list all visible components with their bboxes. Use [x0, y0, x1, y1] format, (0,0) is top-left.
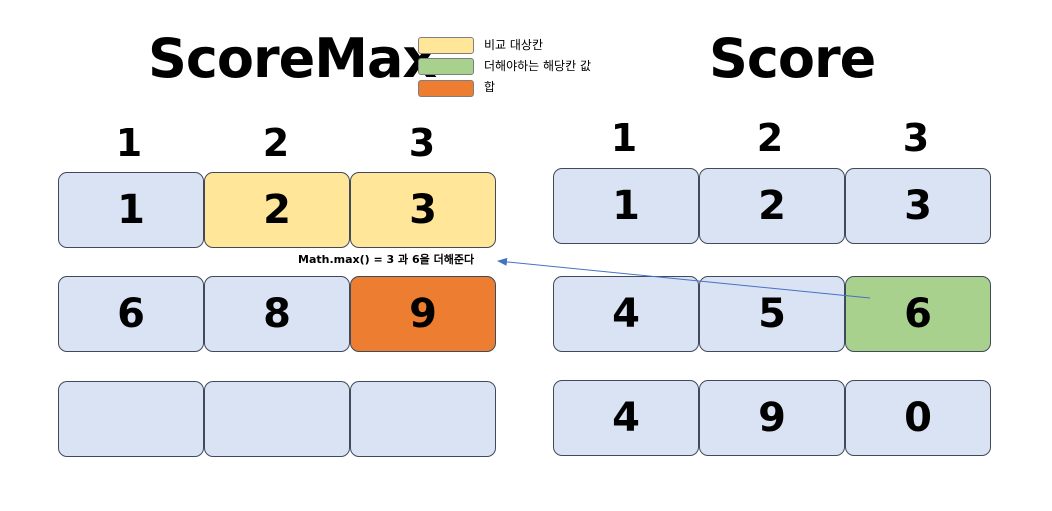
score-cell-r1-c2: 2: [699, 168, 845, 244]
score-max-cell-r2-c2: 8: [204, 276, 350, 352]
legend-swatch-sum: [418, 80, 474, 97]
score-col-header: 1: [610, 116, 638, 160]
score-max-col-header: 2: [262, 121, 290, 165]
score-cell-r3-c2: 9: [699, 380, 845, 456]
score-cell-r2-c3: 6: [845, 276, 991, 352]
score-cell-r3-c3: 0: [845, 380, 991, 456]
score-cell-r1-c3: 3: [845, 168, 991, 244]
score-max-cell-r1-c2: 2: [204, 172, 350, 248]
score-col-header: 2: [756, 116, 784, 160]
legend-label-compare: 비교 대상칸: [484, 38, 544, 52]
score-max-col-header: 3: [408, 121, 436, 165]
score-max-cell-r3-c1: [58, 381, 204, 457]
score-max-cell-r3-c3: [350, 381, 496, 457]
score-col-header: 3: [902, 116, 930, 160]
score-cell-r2-c1: 4: [553, 276, 699, 352]
legend-swatch-add: [418, 58, 474, 75]
legend-label-sum: 합: [484, 80, 496, 94]
score-max-col-header: 1: [115, 121, 143, 165]
score-max-cell-r1-c3: 3: [350, 172, 496, 248]
annotation-text: Math.max() = 3 과 6을 더해준다: [298, 253, 475, 266]
score-max-cell-r1-c1: 1: [58, 172, 204, 248]
score-max-cell-r3-c2: [204, 381, 350, 457]
score-max-cell-r2-c1: 6: [58, 276, 204, 352]
legend-swatch-compare: [418, 37, 474, 54]
score-cell-r1-c1: 1: [553, 168, 699, 244]
legend-label-add: 더해야하는 해당칸 값: [484, 59, 591, 73]
score-max-title: ScoreMax: [148, 27, 437, 90]
score-title: Score: [709, 27, 876, 90]
score-cell-r3-c1: 4: [553, 380, 699, 456]
score-cell-r2-c2: 5: [699, 276, 845, 352]
score-max-cell-r2-c3: 9: [350, 276, 496, 352]
